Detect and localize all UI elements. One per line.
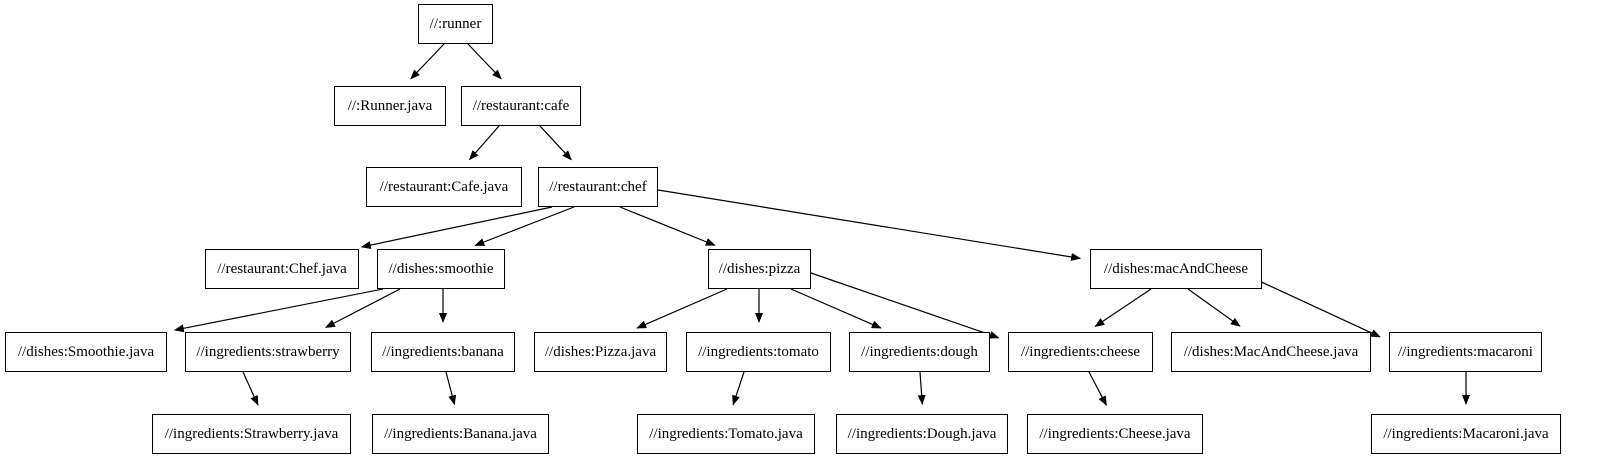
graph-node-label: //ingredients:Dough.java	[847, 425, 997, 442]
graph-edge-restaurant_chef-to-dishes_pizza	[619, 206, 716, 246]
graph-edge-ing_dough-to-dough_java	[917, 371, 926, 406]
graph-node-label: //:Runner.java	[347, 97, 433, 114]
graph-node-label: //restaurant:Cafe.java	[379, 178, 509, 195]
graph-node-dishes_macandchz[interactable]: //dishes:macAndCheese	[1090, 249, 1262, 289]
graph-node-strawberry_java[interactable]: //ingredients:Strawberry.java	[152, 414, 351, 454]
graph-node-ing_tomato[interactable]: //ingredients:tomato	[686, 332, 831, 372]
graph-edge-dishes_smoothie-to-smoothie_java	[173, 288, 384, 333]
graph-edge-dishes_pizza-to-pizza_java	[636, 288, 728, 329]
graph-node-macandchz_java[interactable]: //dishes:MacAndCheese.java	[1171, 332, 1371, 372]
graph-node-label: //ingredients:macaroni	[1398, 343, 1533, 360]
graph-node-ing_dough[interactable]: //ingredients:dough	[849, 332, 990, 372]
graph-edge-restaurant_cafe-to-cafe_java	[468, 125, 500, 161]
graph-node-label: //dishes:Smoothie.java	[17, 343, 155, 360]
graph-node-ing_strawberry[interactable]: //ingredients:strawberry	[185, 332, 351, 372]
graph-node-ing_banana[interactable]: //ingredients:banana	[371, 332, 515, 372]
graph-edge-dishes_macandchz-to-ing_cheese	[1094, 288, 1152, 327]
graph-node-restaurant_chef[interactable]: //restaurant:chef	[538, 167, 658, 207]
graph-edge-restaurant_chef-to-dishes_macandchz	[657, 189, 1082, 261]
graph-node-runner_java[interactable]: //:Runner.java	[334, 86, 446, 126]
graph-node-label: //ingredients:Tomato.java	[649, 425, 803, 442]
graph-node-dishes_smoothie[interactable]: //dishes:smoothie	[377, 249, 505, 289]
graph-node-label: //restaurant:chef	[549, 178, 647, 195]
graph-edge-dishes_smoothie-to-ing_strawberry	[324, 288, 401, 328]
graph-node-ing_macaroni[interactable]: //ingredients:macaroni	[1389, 332, 1542, 372]
graph-node-banana_java[interactable]: //ingredients:Banana.java	[372, 414, 549, 454]
graph-node-label: //restaurant:Chef.java	[217, 260, 347, 277]
graph-edge-ing_banana-to-banana_java	[445, 371, 457, 406]
graph-edge-dishes_pizza-to-ing_dough	[790, 288, 882, 329]
graph-node-dishes_pizza[interactable]: //dishes:pizza	[708, 249, 811, 289]
graph-node-dough_java[interactable]: //ingredients:Dough.java	[836, 414, 1008, 454]
edge-group	[173, 43, 1470, 407]
graph-edge-restaurant_chef-to-chef_java	[360, 206, 553, 250]
graph-node-label: //ingredients:tomato	[698, 343, 819, 360]
graph-node-label: //ingredients:cheese	[1020, 343, 1141, 360]
graph-node-pizza_java[interactable]: //dishes:Pizza.java	[534, 332, 667, 372]
graph-node-runner[interactable]: //:runner	[418, 4, 493, 44]
graph-edge-ing_tomato-to-tomato_java	[732, 371, 745, 406]
graph-node-label: //ingredients:strawberry	[196, 343, 340, 360]
graph-node-label: //ingredients:Strawberry.java	[164, 425, 339, 442]
graph-edge-ing_strawberry-to-strawberry_java	[242, 371, 259, 406]
graph-node-label: //ingredients:Banana.java	[384, 425, 537, 442]
graph-edge-dishes_pizza-to-ing_cheese	[810, 272, 1000, 339]
graph-node-label: //dishes:MacAndCheese.java	[1183, 343, 1359, 360]
graph-edge-ing_cheese-to-cheese_java	[1088, 371, 1107, 407]
graph-node-cheese_java[interactable]: //ingredients:Cheese.java	[1027, 414, 1203, 454]
graph-edge-runner-to-restaurant_cafe	[467, 43, 502, 80]
graph-node-label: //dishes:pizza	[718, 260, 801, 277]
graph-node-label: //ingredients:banana	[382, 343, 504, 360]
graph-edge-dishes_macandchz-to-macandchz_java	[1187, 288, 1241, 327]
graph-node-label: //ingredients:Cheese.java	[1039, 425, 1191, 442]
graph-node-cafe_java[interactable]: //restaurant:Cafe.java	[366, 167, 522, 207]
graph-edge-restaurant_cafe-to-restaurant_chef	[539, 125, 572, 161]
graph-edge-restaurant_chef-to-dishes_smoothie	[474, 206, 575, 246]
graph-node-ing_cheese[interactable]: //ingredients:cheese	[1008, 332, 1153, 372]
graph-node-tomato_java[interactable]: //ingredients:Tomato.java	[637, 414, 815, 454]
graph-edge-dishes_macandchz-to-ing_macaroni	[1241, 272, 1381, 338]
graph-node-label: //dishes:smoothie	[388, 260, 494, 277]
graph-edge-runner-to-runner_java	[410, 43, 445, 80]
graph-node-label: //dishes:macAndCheese	[1103, 260, 1249, 277]
graph-node-macaroni_java[interactable]: //ingredients:Macaroni.java	[1371, 414, 1561, 454]
graph-node-label: //:runner	[429, 15, 482, 32]
graph-node-restaurant_cafe[interactable]: //restaurant:cafe	[461, 86, 581, 126]
graph-node-label: //ingredients:Macaroni.java	[1383, 425, 1549, 442]
graph-node-label: //restaurant:cafe	[472, 97, 570, 114]
graph-node-label: //ingredients:dough	[861, 343, 978, 360]
graph-node-chef_java[interactable]: //restaurant:Chef.java	[205, 249, 359, 289]
graph-node-smoothie_java[interactable]: //dishes:Smoothie.java	[5, 332, 167, 372]
graph-node-label: //dishes:Pizza.java	[544, 343, 657, 360]
